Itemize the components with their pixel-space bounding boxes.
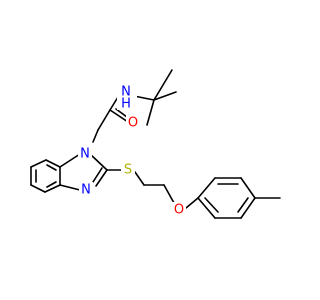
bond [153, 69, 173, 101]
bond [240, 197, 256, 219]
bond [45, 159, 61, 168]
thioether-sulfur-label: S [124, 163, 132, 178]
aromatic-bond [46, 164, 57, 171]
bond [30, 184, 46, 193]
bond [133, 95, 155, 101]
p-tolyl-group [185, 177, 281, 219]
bond [97, 109, 111, 131]
molecule-structure: N H O N N S O [30, 69, 281, 219]
bond [44, 184, 61, 193]
bond [163, 184, 175, 204]
ether-oxygen-label: O [174, 203, 184, 218]
aromatic-bond [46, 181, 57, 188]
aromatic-bond [237, 197, 249, 213]
carbonyl-oxygen-label: O [128, 116, 138, 131]
bond [197, 177, 216, 199]
bond [109, 109, 129, 123]
bond [153, 91, 177, 101]
bond [89, 153, 108, 171]
bond [197, 197, 216, 219]
bond [240, 177, 256, 199]
ring-nitrogen-1-label: N [80, 147, 90, 162]
ring-nitrogen-3-label: N [81, 183, 91, 198]
amide-nitrogen-label: N [121, 85, 131, 100]
amide-hydrogen-label: H [121, 97, 131, 112]
bond [92, 129, 99, 143]
bond [109, 96, 119, 111]
thioether-chain [106, 169, 175, 204]
tert-butyl-group [133, 69, 177, 126]
bond [59, 153, 81, 168]
bond [134, 171, 145, 186]
double-bond [92, 167, 103, 183]
bond [95, 169, 108, 187]
benzimidazole-ring [30, 153, 108, 193]
aromatic-bond [204, 197, 219, 213]
bond [30, 159, 47, 168]
amide-linker [92, 96, 132, 143]
atom-labels: N H O N N S O [78, 84, 186, 218]
bond [185, 197, 199, 209]
bond [146, 99, 155, 126]
bond [59, 184, 81, 191]
